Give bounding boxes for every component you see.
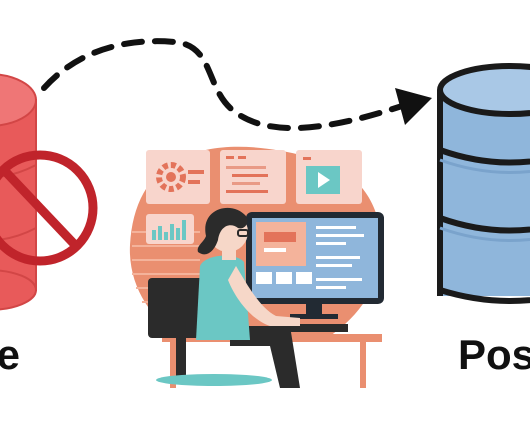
prohibition-sign-icon: [0, 150, 98, 266]
monitor: [246, 212, 384, 319]
video-panel: [296, 150, 362, 204]
dashed-curved-arrow-icon: [41, 38, 432, 132]
person: [196, 207, 300, 388]
person-at-computer-illustration: [129, 146, 384, 388]
source-label: e: [0, 331, 20, 378]
settings-panel: [146, 150, 210, 204]
code-panel: [220, 150, 286, 204]
blue-database-icon: [437, 63, 530, 304]
chart-panel: [146, 214, 194, 244]
target-label: Post: [458, 331, 530, 378]
